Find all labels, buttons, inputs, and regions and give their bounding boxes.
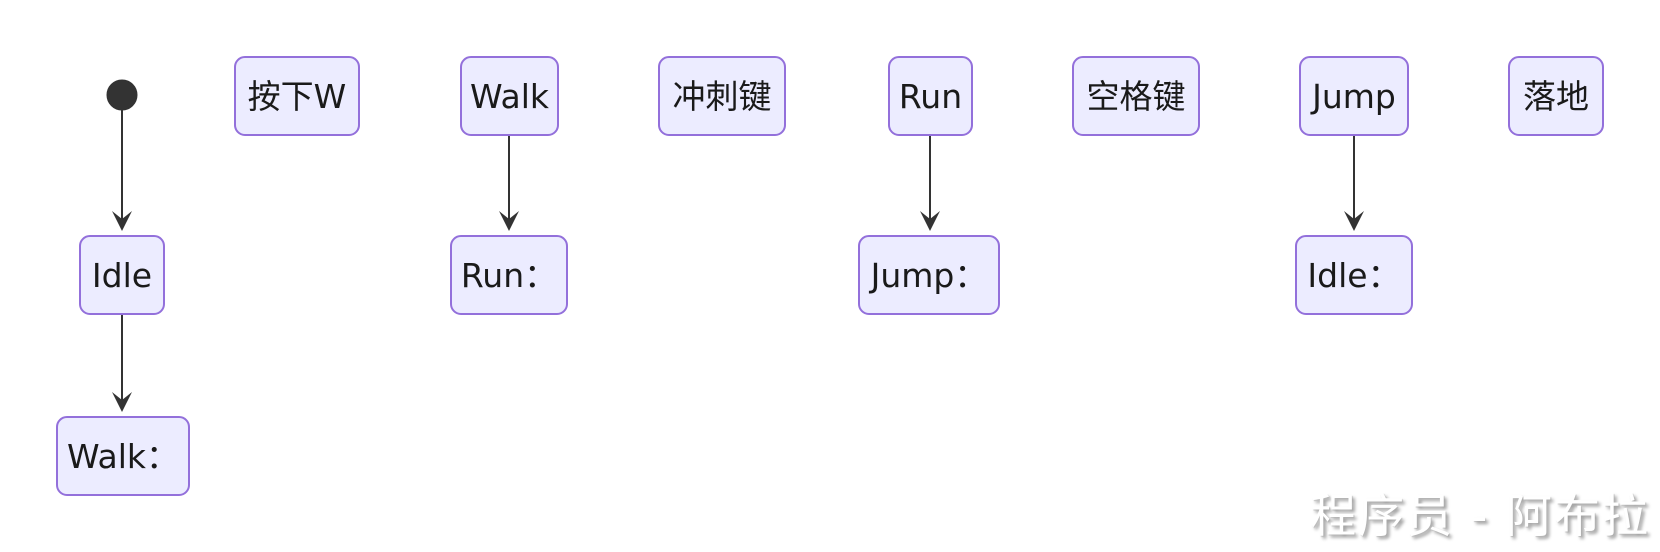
node-space-key-label: 空格键 xyxy=(1086,76,1186,116)
node-sprint-key: 冲刺键 xyxy=(658,56,786,136)
node-idle: Idle xyxy=(79,235,165,315)
node-press-w: 按下W xyxy=(234,56,360,136)
initial-state-dot xyxy=(106,79,138,111)
node-jump: Jump xyxy=(1299,56,1409,136)
node-idle-desc-label: Idle： xyxy=(1307,255,1401,295)
node-land: 落地 xyxy=(1508,56,1604,136)
node-run-desc-label: Run： xyxy=(460,255,558,295)
node-jump-desc: Jump： xyxy=(858,235,1000,315)
node-idle-label: Idle xyxy=(91,255,153,295)
node-walk: Walk xyxy=(460,56,559,136)
node-land-label: 落地 xyxy=(1523,76,1589,116)
node-jump-desc-label: Jump： xyxy=(870,255,988,295)
node-walk-desc-label: Walk： xyxy=(66,436,180,476)
node-idle-desc: Idle： xyxy=(1295,235,1413,315)
node-sprint-key-label: 冲刺键 xyxy=(672,76,772,116)
node-run: Run xyxy=(888,56,973,136)
node-press-w-label: 按下W xyxy=(247,76,347,116)
node-jump-label: Jump xyxy=(1312,76,1396,116)
node-space-key: 空格键 xyxy=(1072,56,1200,136)
node-walk-label: Walk xyxy=(469,76,550,116)
node-walk-desc: Walk： xyxy=(56,416,190,496)
watermark-text: 程序员 - 阿布拉 xyxy=(1310,489,1650,543)
node-run-desc: Run： xyxy=(450,235,568,315)
node-run-label: Run xyxy=(898,76,963,116)
